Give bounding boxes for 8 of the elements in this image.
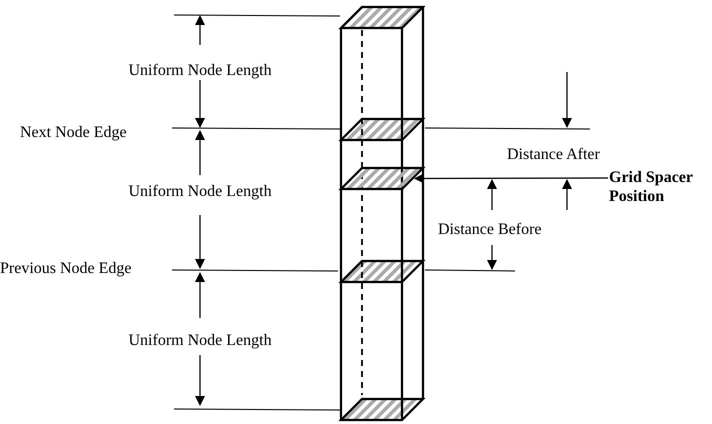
dimension-label: Uniform Node Length: [128, 183, 272, 201]
dimension-label: Previous Node Edge: [0, 260, 132, 278]
dimension-label: Next Node Edge: [20, 124, 127, 142]
leader-line: [414, 173, 608, 184]
dimension-label: Uniform Node Length: [128, 332, 272, 350]
grid-spacer-plate: [338, 166, 426, 190]
callout-text: Grid Spacer Position: [609, 168, 709, 206]
dimension-label: Uniform Node Length: [128, 62, 272, 80]
